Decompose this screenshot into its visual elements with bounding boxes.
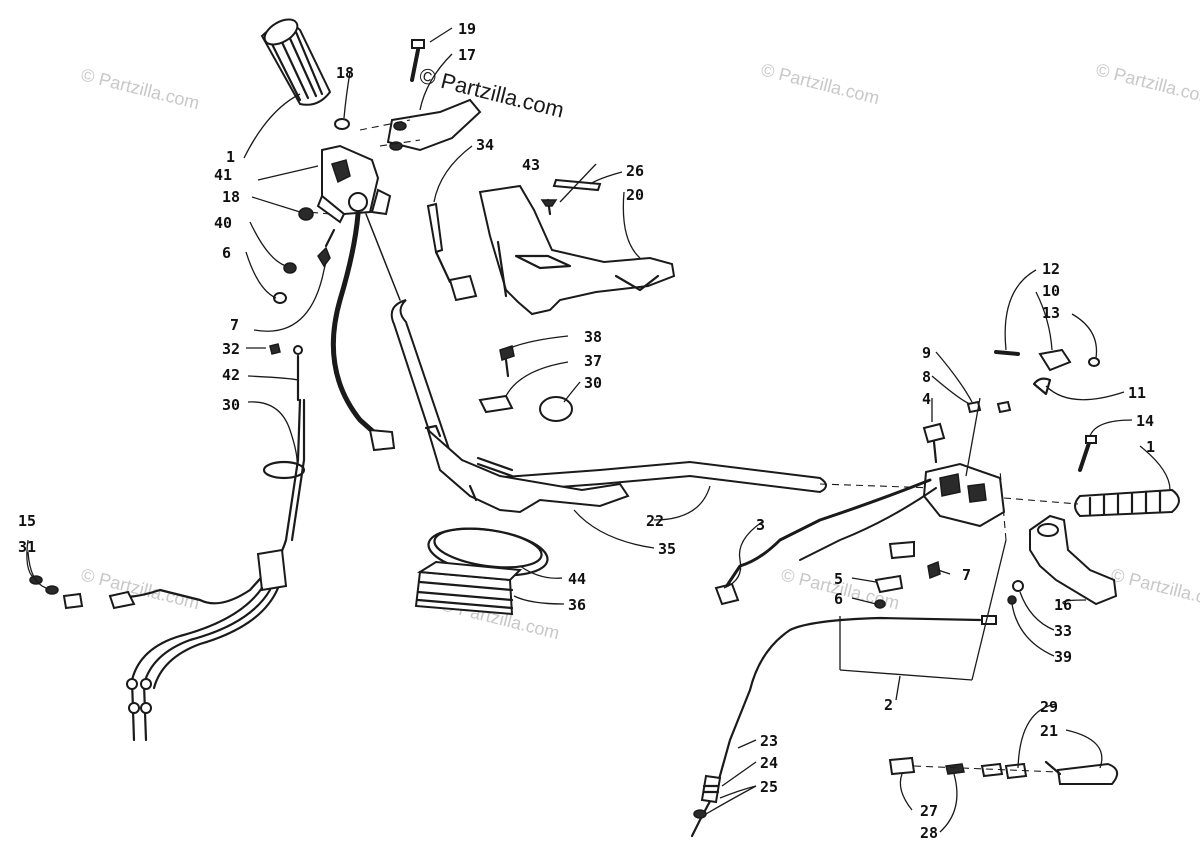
throttle-block (316, 144, 392, 224)
screw-19 (410, 39, 425, 82)
screw-14 (1078, 435, 1097, 472)
callout-24: 24 (760, 754, 778, 772)
leader-lines (26, 27, 1171, 833)
callout-36: 36 (568, 596, 586, 614)
watermark-7: © Partzilla.com (1109, 564, 1200, 613)
callout-6-right: 6 (834, 590, 843, 608)
switch-34 (426, 202, 478, 302)
callout-23: 23 (760, 732, 778, 750)
wire-harness-3 (722, 478, 932, 592)
callout-38: 38 (584, 328, 602, 346)
cable-connector (368, 428, 396, 452)
callout-9: 9 (922, 344, 931, 362)
brake-cable-2 (690, 615, 997, 838)
handlebar-pad-35 (424, 424, 630, 514)
switch-bits-8-9 (966, 400, 1012, 414)
callout-18-top: 18 (336, 64, 354, 82)
callout-7-right: 7 (962, 566, 971, 584)
callout-13: 13 (1042, 304, 1060, 322)
cable-assembly-left (29, 343, 306, 742)
callout-16: 16 (1054, 596, 1072, 614)
callout-3: 3 (756, 516, 765, 534)
callout-2: 2 (884, 696, 893, 714)
watermark-2: © Partzilla.com (759, 59, 882, 108)
callout-21: 21 (1040, 722, 1058, 740)
dashed-ref-1 (359, 119, 411, 131)
pad-36 (414, 560, 523, 616)
callout-20: 20 (626, 186, 644, 204)
callout-6-left: 6 (222, 244, 231, 262)
brake-lever-16 (1029, 514, 1118, 606)
callout-31: 31 (18, 538, 36, 556)
callout-11: 11 (1128, 384, 1146, 402)
watermark-1: © Partzilla.com (79, 64, 202, 113)
callout-15: 15 (18, 512, 36, 530)
watermark-3: © Partzilla.com (1094, 59, 1200, 108)
callout-41: 41 (214, 166, 232, 184)
clip-5 (874, 574, 904, 594)
callout-29: 29 (1040, 698, 1058, 716)
callout-28: 28 (920, 824, 938, 842)
callout-37: 37 (584, 352, 602, 370)
callout-27: 27 (920, 802, 938, 820)
callout-8: 8 (922, 368, 931, 386)
right-grip (1074, 488, 1180, 518)
watermarks: © Partzilla.com © Partzilla.com © Partzi… (79, 59, 1200, 643)
callout-39: 39 (1054, 648, 1072, 666)
callout-1-left: 1 (226, 148, 235, 166)
callout-32: 32 (222, 340, 240, 358)
callout-4: 4 (922, 390, 931, 408)
washer-33 (1012, 580, 1024, 592)
hand-guard-20 (478, 184, 676, 316)
callout-30-left: 30 (222, 396, 240, 414)
throttle-lever-17 (386, 98, 482, 152)
callout-25: 25 (760, 778, 778, 796)
callout-12: 12 (1042, 260, 1060, 278)
callout-26: 26 (626, 162, 644, 180)
callout-5: 5 (834, 570, 843, 588)
clamp-37-38 (478, 345, 515, 414)
rivet-43 (540, 198, 558, 216)
callout-22: 22 (646, 512, 664, 530)
left-grip (260, 18, 332, 106)
callout-10: 10 (1042, 282, 1060, 300)
callout-30-center: 30 (584, 374, 602, 392)
callout-14: 14 (1136, 412, 1154, 430)
callout-40: 40 (214, 214, 232, 232)
callout-35: 35 (658, 540, 676, 558)
callout-43: 43 (522, 156, 540, 174)
bracket-10-12-13 (994, 348, 1100, 396)
washer-39 (1007, 595, 1017, 605)
callout-7-left: 7 (230, 316, 239, 334)
screw-6 (874, 599, 886, 609)
callout-34: 34 (476, 136, 494, 154)
clamp-30-center (539, 396, 573, 422)
callout-19: 19 (458, 20, 476, 38)
callout-1-right: 1 (1146, 438, 1155, 456)
small-hardware-left (273, 118, 350, 304)
callout-17: 17 (458, 46, 476, 64)
bulb-assembly (888, 756, 1119, 785)
throttle-cable (330, 211, 381, 439)
screw-7-right (927, 560, 941, 580)
exploded-frame (839, 469, 1007, 681)
dashed-ref-3 (1003, 497, 1079, 505)
switch-housing-4 (922, 422, 1006, 528)
callout-33: 33 (1054, 622, 1072, 640)
dashed-ref-2 (379, 139, 421, 147)
callout-42: 42 (222, 366, 240, 384)
callout-44: 44 (568, 570, 586, 588)
callout-18-mid: 18 (222, 188, 240, 206)
callout-labels: 1 1 2 3 4 5 6 6 7 7 8 9 10 11 12 13 14 1… (18, 20, 1155, 842)
watermark-4: © Partzilla.com (79, 564, 202, 613)
dashed-ref-4 (307, 211, 331, 215)
